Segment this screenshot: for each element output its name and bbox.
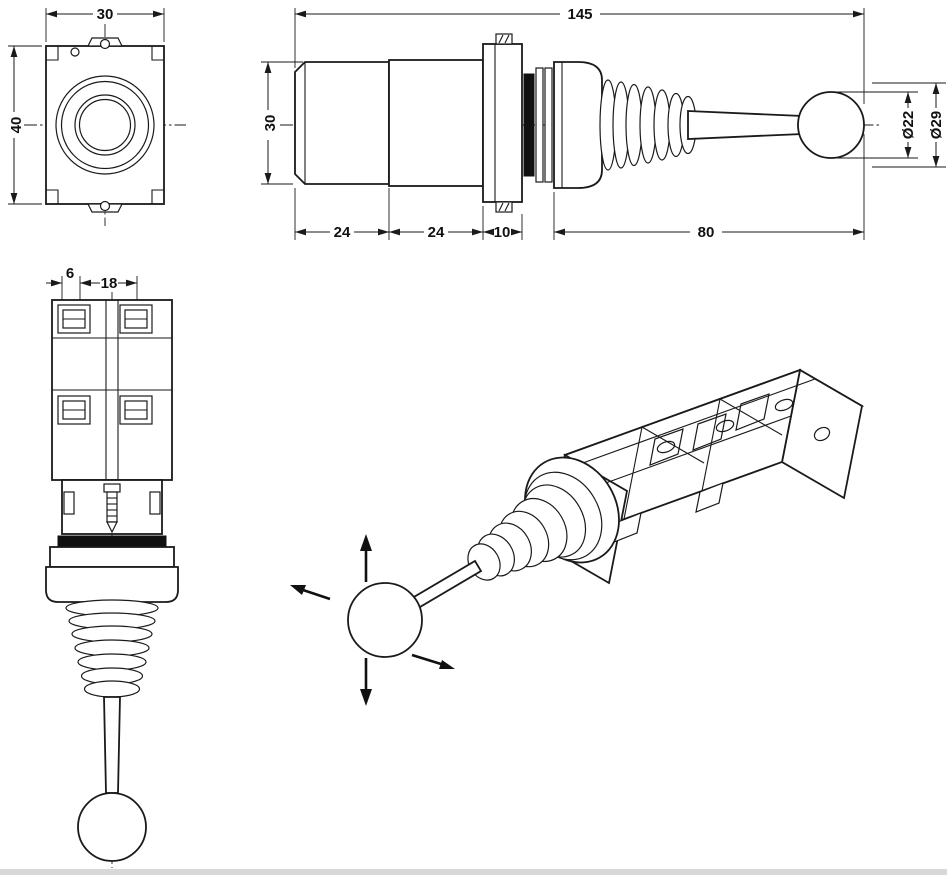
terminal-window xyxy=(692,413,727,451)
dim-label-block-height: 30 xyxy=(262,115,279,132)
end-face-screw xyxy=(813,426,831,442)
dim-label-total-length: 145 xyxy=(567,6,592,23)
contact-block-2 xyxy=(388,59,484,187)
dim-label-front-width: 30 xyxy=(97,6,114,23)
dim-label-lever: 80 xyxy=(698,224,715,241)
corner-notch xyxy=(46,46,59,61)
terminal-top-left xyxy=(57,304,91,334)
round-bezel xyxy=(553,61,603,189)
dim-knob-dia: Ø22 xyxy=(836,91,918,159)
terminal-top-right xyxy=(119,304,153,334)
dim-label-front-height: 40 xyxy=(8,117,25,134)
flange-screw-top xyxy=(495,33,513,45)
rear-view: 6 18 xyxy=(45,265,179,868)
bezel-outer-ring xyxy=(55,75,155,175)
stem-opening-inner xyxy=(78,98,132,152)
front-view: 30 40 xyxy=(8,6,186,226)
corner-notch xyxy=(151,189,164,204)
dim-label-block2: 24 xyxy=(428,224,445,241)
bottom-tab-screw xyxy=(99,200,111,212)
top-face-edge xyxy=(579,378,816,465)
direction-right-arrow-icon xyxy=(411,653,455,669)
housing-clip xyxy=(149,491,161,515)
flange-body xyxy=(45,45,165,205)
dim-total-length: 145 xyxy=(294,6,865,104)
lever-shaft xyxy=(687,110,803,140)
direction-up-arrow-icon xyxy=(360,534,372,582)
dim-collar-dia: Ø29 xyxy=(872,82,946,168)
dim-label-block1: 24 xyxy=(334,224,351,241)
terminal-window xyxy=(735,393,770,431)
collar-rib xyxy=(544,67,553,183)
top-tab-screw xyxy=(99,38,111,50)
terminal-bottom-right xyxy=(119,395,153,425)
dim-label-knob-dia: Ø22 xyxy=(900,111,917,139)
terminal-window xyxy=(649,428,684,466)
terminal-screw xyxy=(715,419,735,433)
direction-left-arrow-icon xyxy=(290,585,331,601)
collar-rib xyxy=(535,67,544,183)
mounting-flange xyxy=(49,546,175,568)
bellows xyxy=(65,599,159,698)
ball-knob xyxy=(797,91,865,159)
corner-notch xyxy=(151,46,164,61)
dim-label-collar-dia: Ø29 xyxy=(928,111,945,139)
mounting-flange xyxy=(482,43,523,203)
dim-label-terminal-offset: 6 xyxy=(66,265,74,282)
isometric-view xyxy=(290,368,865,706)
dim-block-height: 30 xyxy=(261,61,303,185)
mounting-foot xyxy=(695,482,724,513)
flange-screw-bottom xyxy=(495,201,513,213)
dim-front-width: 30 xyxy=(45,6,165,42)
corner-notch xyxy=(46,189,59,204)
seal-ring xyxy=(57,535,167,548)
dim-chain-bottom: 24 24 10 80 xyxy=(294,134,865,241)
index-hole xyxy=(70,47,80,57)
dim-front-height: 40 xyxy=(8,45,42,205)
page-edge xyxy=(0,869,947,875)
center-screw xyxy=(103,483,121,534)
dim-label-terminal-pitch: 18 xyxy=(101,275,118,292)
housing-clip xyxy=(63,491,75,515)
ball-knob xyxy=(347,582,423,658)
module-divider-top xyxy=(641,426,705,464)
round-bezel xyxy=(45,566,179,603)
terminal-screw xyxy=(774,398,794,412)
ball-knob xyxy=(77,792,147,862)
bezel-ring xyxy=(60,80,150,170)
dim-terminal-offset: 6 xyxy=(46,265,81,300)
direction-down-arrow-icon xyxy=(360,658,372,706)
dim-label-flange: 10 xyxy=(494,224,511,241)
side-view: 145 30 24 24 10 xyxy=(261,6,946,241)
stem-opening xyxy=(74,94,136,156)
module-divider-top xyxy=(719,398,783,436)
lever-shaft xyxy=(103,696,121,794)
terminal-screw xyxy=(656,440,676,454)
seal-ring xyxy=(523,73,535,177)
contact-block-1 xyxy=(294,61,390,185)
terminal-bottom-left xyxy=(57,395,91,425)
dim-terminal-pitch: 18 xyxy=(80,275,138,300)
bellows xyxy=(599,79,697,171)
